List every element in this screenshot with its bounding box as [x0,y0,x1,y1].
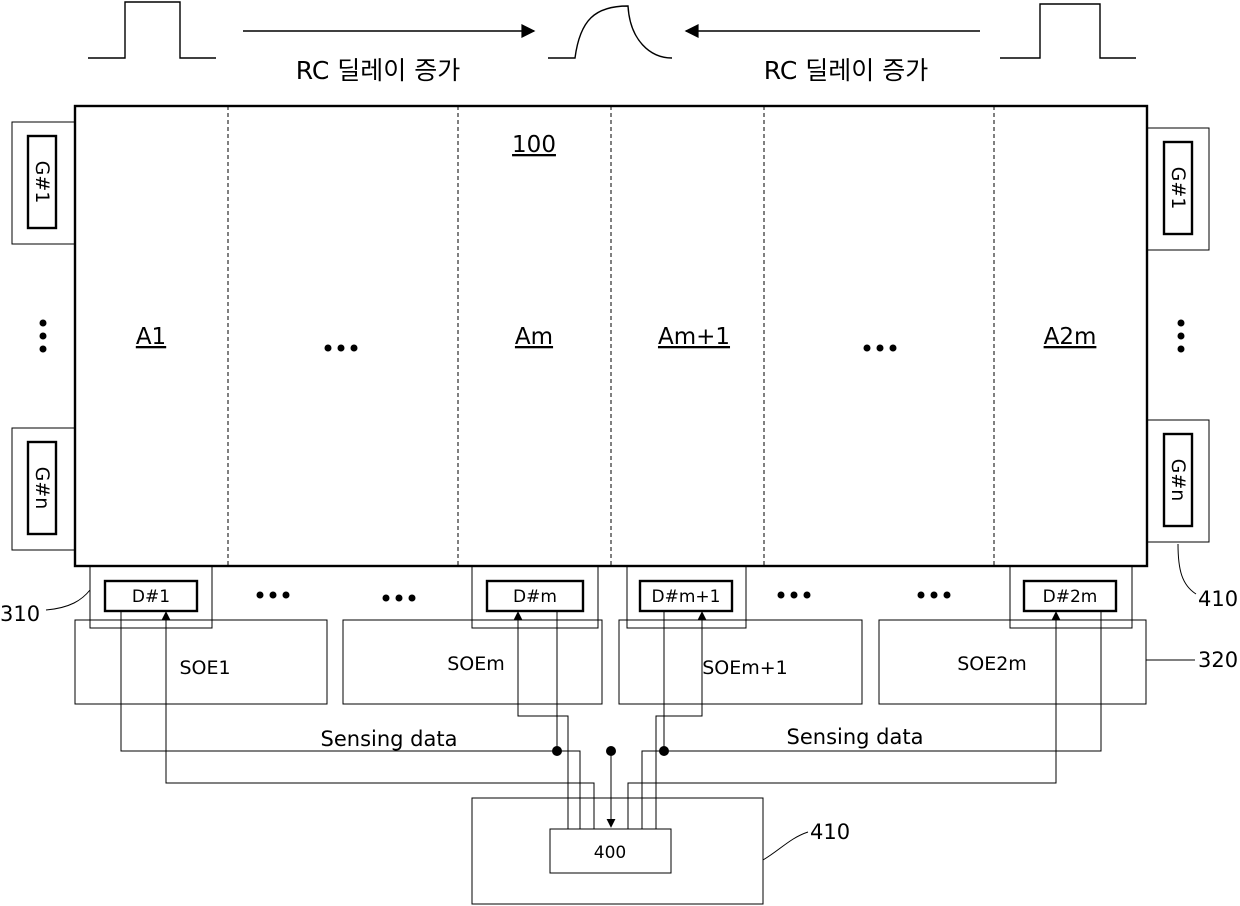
data-driver-label-1: D#1 [132,587,170,607]
ref-310: 310 [0,602,40,626]
ellipsis-dots-drivers [257,592,951,602]
input-pulse-right [1000,4,1136,58]
data-driver-label-2m: D#2m [1043,587,1098,607]
rc-delay-label-right: RC 딜레이 증가 [764,56,928,85]
display-panel [75,106,1147,566]
gate-label-right-bottom: G#n [1167,459,1189,502]
area-am-plus-1: Am+1 [658,324,730,350]
gate-label-left-top: G#1 [31,161,53,204]
leader-410-controller [763,832,808,860]
sensing-data-label-left: Sensing data [321,727,458,751]
waveforms [88,2,1136,58]
area-a1: A1 [136,324,166,350]
sensing-data-lines [121,611,1101,829]
pcb-label-soem-plus-1: SOEm+1 [702,657,788,679]
data-driver-label-m: D#m [513,587,557,607]
area-a2m: A2m [1044,324,1097,350]
input-pulse-left [88,2,216,58]
rc-delay-label-left: RC 딜레이 증가 [296,56,460,85]
gate-label-right-top: G#1 [1167,167,1189,210]
ref-320: 320 [1198,648,1238,672]
data-driver-label-m-plus-1: D#m+1 [652,587,721,607]
panel-ref-number: 100 [512,132,556,158]
gate-label-left-bottom: G#n [31,467,53,510]
ellipsis-dots-right [1178,320,1185,353]
ref-410-gate: 410 [1198,587,1238,611]
controller-label: 400 [594,843,626,863]
leader-310 [46,590,90,610]
ref-410-controller: 410 [810,820,850,844]
delayed-waveform-center [548,6,672,58]
pcb-label-soe1: SOE1 [179,657,230,679]
sensing-data-label-right: Sensing data [787,725,924,749]
pcb-label-soem: SOEm [447,653,505,675]
pcb-label-soe2m: SOE2m [957,653,1027,675]
ellipsis-dots-left [40,320,47,353]
leader-410-gate [1178,544,1196,594]
area-am: Am [515,324,553,350]
